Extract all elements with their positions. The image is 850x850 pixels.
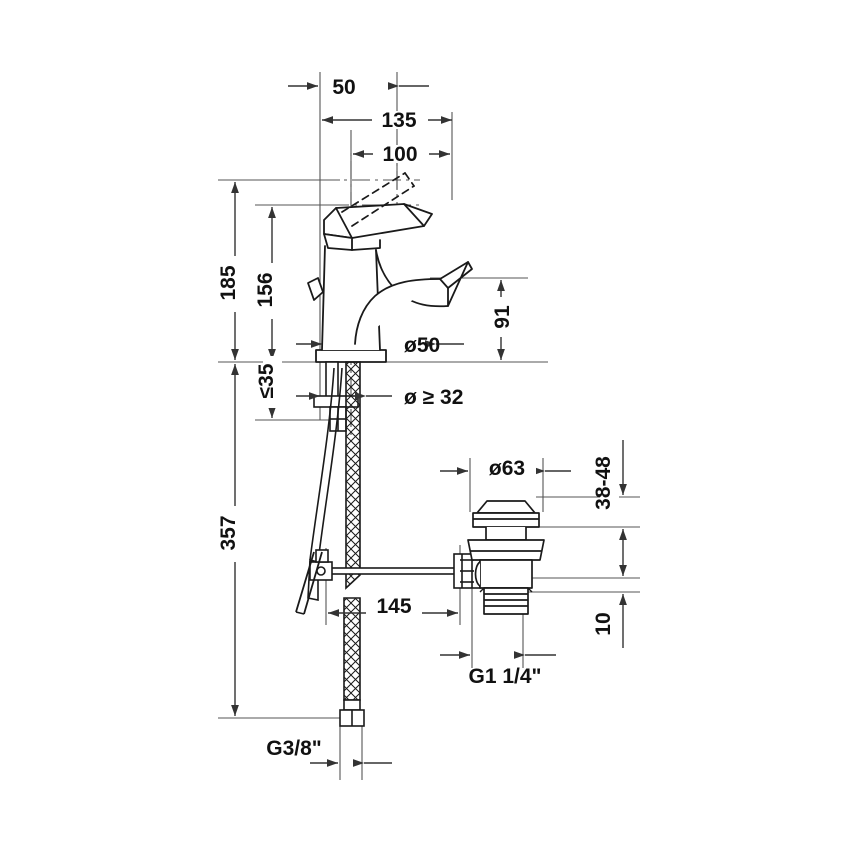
waste-cap-rim [472, 512, 540, 528]
dim-label-145: 145 [376, 595, 411, 618]
popup-linkage [295, 549, 481, 615]
faucet-base-plate [315, 349, 387, 363]
dim-label-50: 50 [332, 76, 355, 99]
dim-label-156: 156 [254, 272, 277, 307]
spout-tip [439, 261, 473, 289]
dim-label-o50: ø50 [404, 334, 440, 357]
lever-open-position-ghost [341, 172, 415, 227]
mounting-shank [313, 361, 359, 432]
dim-label-185: 185 [217, 265, 240, 300]
waste-neck [485, 527, 527, 541]
faucet-body-illustration [307, 172, 473, 363]
dim-label-le35: ≤35 [255, 363, 278, 398]
dim-label-o32: ø ≥ 32 [404, 386, 463, 409]
waste-barrel [479, 559, 533, 589]
dim-label-o63: ø63 [489, 457, 525, 480]
dim-label-135: 135 [381, 109, 416, 132]
side-tab [307, 277, 324, 301]
waste-flange [467, 539, 545, 561]
waste-cap-dome [476, 500, 536, 514]
dimension-labels: 50 135 100 185 156 91 ø50 ≤35 ø ≥ 32 357… [217, 76, 619, 760]
dim-label-91: 91 [491, 305, 514, 329]
dim-label-357: 357 [217, 515, 240, 550]
dim-label-g38: G3/8" [266, 737, 321, 760]
dim-label-10: 10 [592, 612, 615, 635]
popup-waste-assembly [467, 500, 545, 615]
faucet-spout-inner [354, 278, 441, 345]
waste-threaded-tailpiece [483, 587, 529, 615]
dim-label-3848: 38-48 [592, 456, 615, 510]
dim-label-100: 100 [382, 143, 417, 166]
dim-label-g114: G1 1/4" [469, 665, 542, 688]
